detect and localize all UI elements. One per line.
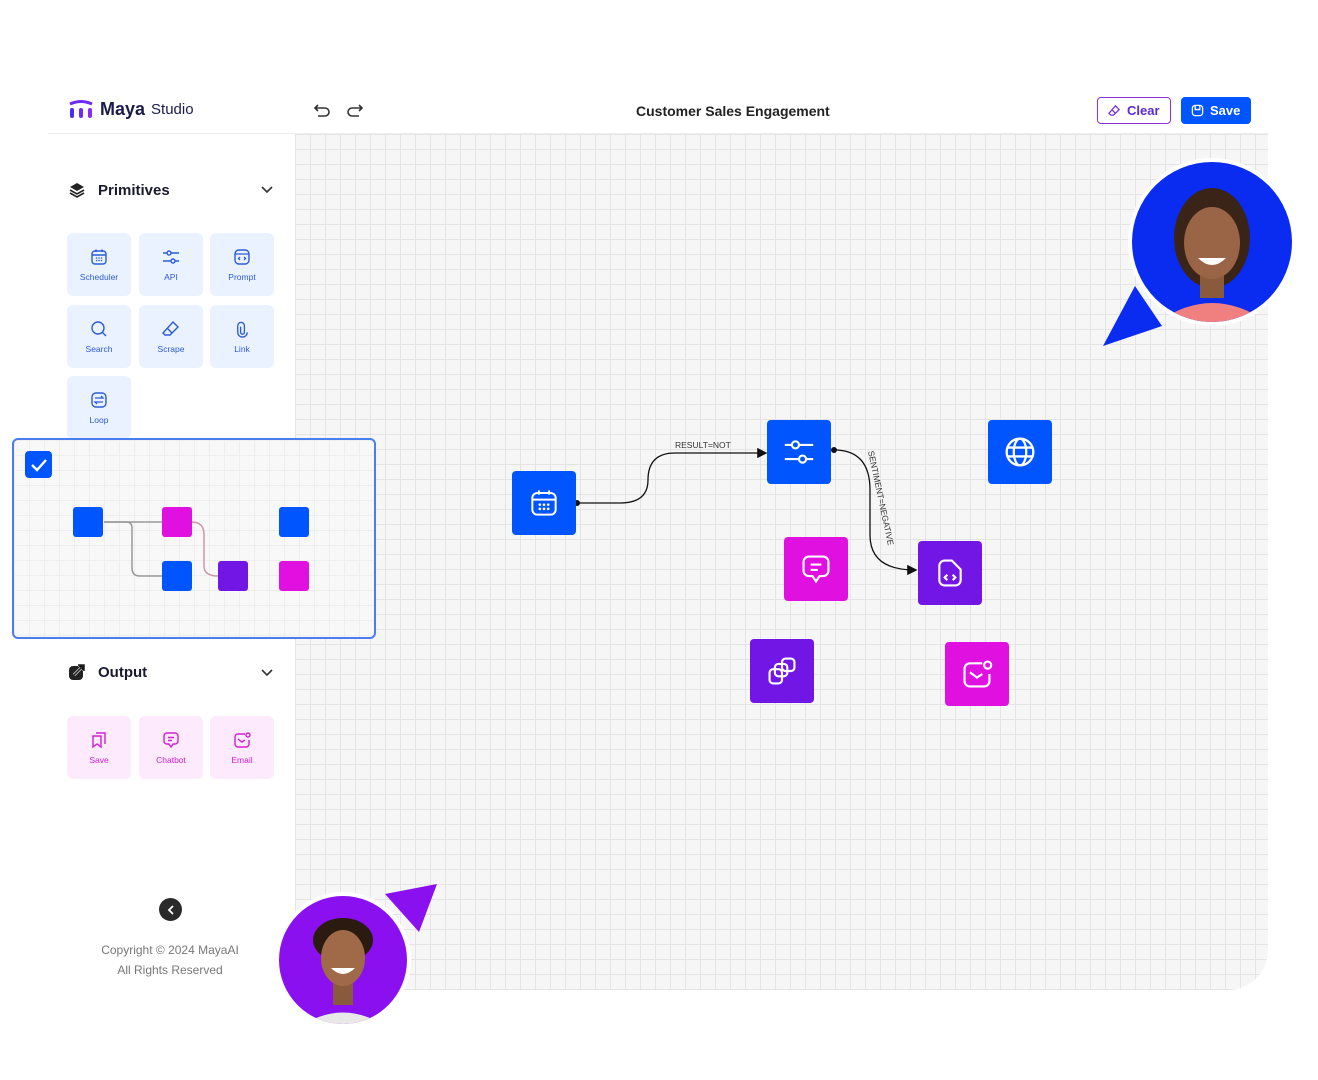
code-file-icon bbox=[938, 559, 962, 587]
tile-label: Scheduler bbox=[79, 271, 119, 282]
tile-label: Chatbot bbox=[156, 754, 186, 765]
tile-label: Save bbox=[89, 754, 109, 765]
redo-icon[interactable] bbox=[346, 102, 364, 118]
tile-label: Search bbox=[85, 343, 113, 354]
cursor-pointer-icon bbox=[385, 884, 437, 932]
chat-icon bbox=[163, 731, 179, 748]
node-chatbot[interactable] bbox=[784, 537, 848, 601]
primitives-section-header[interactable]: Primitives bbox=[68, 181, 170, 199]
calendar-icon bbox=[91, 249, 107, 265]
chevron-down-icon[interactable] bbox=[261, 669, 273, 677]
search-icon bbox=[91, 320, 107, 336]
export-icon bbox=[69, 663, 86, 680]
loop-icon bbox=[91, 391, 107, 408]
layers-icon bbox=[69, 183, 85, 198]
edge-sentiment-negative[interactable] bbox=[833, 449, 918, 576]
primitive-api[interactable]: API bbox=[139, 233, 203, 296]
edge-result-not[interactable] bbox=[577, 447, 768, 504]
logo: Maya Studio bbox=[68, 99, 194, 120]
edge-label: RESULT=NOT bbox=[675, 440, 731, 450]
tile-label: Loop bbox=[89, 414, 109, 425]
output-section-header[interactable]: Output bbox=[68, 663, 147, 681]
copyright-text: Copyright © 2024 MayaAI bbox=[101, 943, 239, 957]
undo-icon[interactable] bbox=[313, 102, 331, 118]
chat-icon bbox=[802, 555, 830, 584]
primitive-search[interactable]: Search bbox=[67, 305, 131, 368]
preview-node-api bbox=[162, 561, 192, 591]
output-email[interactable]: Email bbox=[210, 716, 274, 779]
clear-button[interactable]: Clear bbox=[1097, 97, 1171, 124]
save-button[interactable]: Save bbox=[1181, 97, 1251, 124]
preview-node-mail bbox=[279, 561, 309, 591]
cursor-pointer-icon bbox=[1103, 286, 1162, 346]
workflow-canvas[interactable] bbox=[295, 134, 1268, 990]
node-api[interactable] bbox=[767, 420, 831, 484]
code-window-icon bbox=[234, 248, 250, 265]
node-copy[interactable] bbox=[750, 639, 814, 703]
save-label: Save bbox=[1210, 103, 1241, 118]
rights-text: All Rights Reserved bbox=[117, 963, 223, 977]
output-title: Output bbox=[98, 663, 148, 681]
eraser-icon bbox=[1108, 104, 1121, 116]
workflow-title: Customer Sales Engagement bbox=[636, 103, 830, 119]
primitives-title: Primitives bbox=[98, 181, 170, 199]
node-prompt[interactable] bbox=[918, 541, 982, 605]
sliders-icon bbox=[163, 249, 179, 264]
primitive-loop[interactable]: Loop bbox=[67, 376, 131, 439]
tile-label: Email bbox=[231, 754, 253, 765]
collaborator-avatar-man bbox=[275, 884, 437, 1028]
primitive-prompt[interactable]: Prompt bbox=[210, 233, 274, 296]
output-chatbot[interactable]: Chatbot bbox=[139, 716, 203, 779]
brand-suffix: Studio bbox=[151, 101, 194, 118]
primitive-link[interactable]: Link bbox=[210, 305, 274, 368]
workflow-preview-card[interactable] bbox=[12, 438, 376, 639]
output-save[interactable]: Save bbox=[67, 716, 131, 779]
chevron-down-icon[interactable] bbox=[261, 186, 273, 194]
node-email[interactable] bbox=[945, 642, 1009, 706]
copy-icon bbox=[768, 657, 796, 685]
clear-label: Clear bbox=[1127, 103, 1160, 118]
globe-icon bbox=[1005, 437, 1035, 467]
edge-handle[interactable] bbox=[831, 447, 837, 453]
brand-name: Maya bbox=[100, 99, 146, 119]
preview-node-copy bbox=[218, 561, 248, 591]
mail-icon bbox=[963, 660, 993, 688]
copyright: Copyright © 2024 MayaAI All Rights Reser… bbox=[60, 940, 280, 980]
preview-node-chat bbox=[162, 507, 192, 537]
maya-logo-icon bbox=[69, 99, 93, 118]
sliders-icon bbox=[784, 440, 814, 464]
preview-edges bbox=[104, 521, 219, 577]
eraser-icon bbox=[162, 320, 179, 336]
preview-node-scheduler bbox=[73, 507, 103, 537]
copy-icon bbox=[92, 731, 106, 748]
preview-node-scrape bbox=[279, 507, 309, 537]
mail-icon bbox=[234, 731, 251, 748]
primitive-scrape[interactable]: Scrape bbox=[139, 305, 203, 368]
save-icon bbox=[1191, 104, 1204, 117]
paperclip-icon bbox=[237, 321, 248, 338]
checkmark-icon bbox=[30, 458, 47, 472]
header: Maya Studio Customer Sales Engagement Cl… bbox=[48, 88, 1268, 134]
node-scheduler[interactable] bbox=[512, 471, 576, 535]
collaborator-avatar-woman bbox=[1103, 158, 1296, 346]
calendar-icon bbox=[531, 490, 557, 516]
tile-label: API bbox=[164, 271, 178, 282]
collapse-sidebar-button[interactable] bbox=[159, 898, 182, 921]
chevron-left-icon bbox=[167, 904, 174, 915]
preview-checkbox[interactable] bbox=[25, 451, 52, 478]
tile-label: Link bbox=[234, 343, 250, 354]
node-web[interactable] bbox=[988, 420, 1052, 484]
primitive-scheduler[interactable]: Scheduler bbox=[67, 233, 131, 296]
tile-label: Prompt bbox=[228, 271, 256, 282]
tile-label: Scrape bbox=[157, 343, 185, 354]
